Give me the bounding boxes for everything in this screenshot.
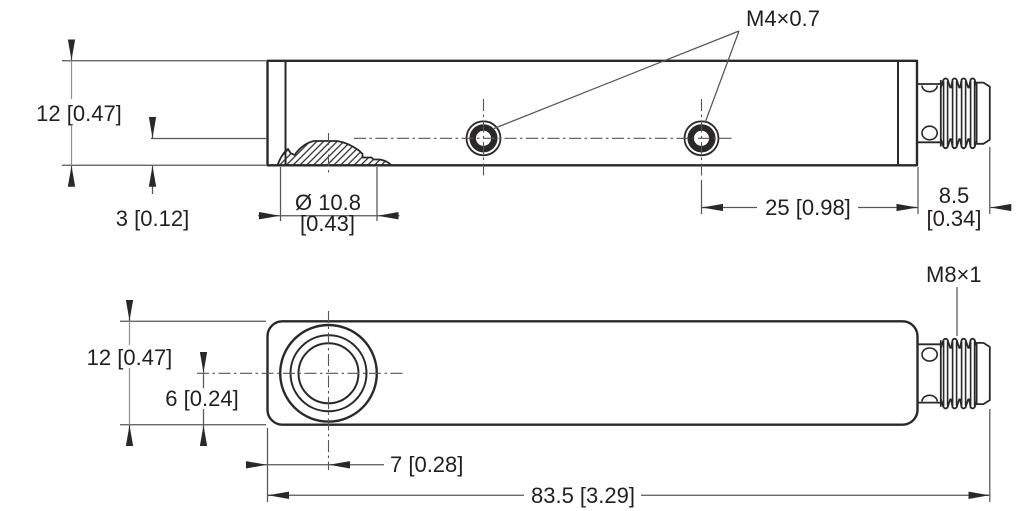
- connector-slot-top: [921, 85, 938, 93]
- dim-label-face-protrusion: 3 [0.12]: [116, 206, 189, 231]
- connector-slot-upper: [921, 347, 938, 362]
- dim-label-face-offset: 7 [0.28]: [390, 452, 463, 477]
- m4-leader-lines: [493, 30, 740, 130]
- dim-center-to-edge: 6 [0.24]: [165, 351, 239, 447]
- connector-face: [916, 337, 991, 410]
- dim-label-hole-to-end: 25 [0.98]: [765, 195, 851, 220]
- dim-connector-length: 8.5 [0.34]: [926, 147, 1012, 231]
- bottom-view: 12 [0.47] 6 [0.24] 7 [0.28] 83.5 [3.: [87, 262, 991, 508]
- dim-label-bottom-height: 12 [0.47]: [87, 345, 173, 370]
- dim-label-connector-length-inch: [0.34]: [926, 206, 981, 231]
- dim-label-center-to-edge: 6 [0.24]: [165, 386, 238, 411]
- sensor-body-side: [266, 59, 919, 167]
- connector-slot-bottom: [921, 125, 938, 141]
- dim-label-face-diameter: Ø 10.8: [295, 190, 361, 215]
- dim-label-face-diameter-inch: [0.43]: [300, 211, 355, 236]
- connector-slot-lower: [921, 394, 938, 402]
- dim-overall-length: 83.5 [3.29]: [267, 409, 991, 508]
- connector-side: [916, 77, 991, 150]
- dim-hole-to-end: 25 [0.98]: [700, 167, 919, 220]
- sensing-face-dome: [270, 133, 393, 176]
- label-mounting-thread: M4×0.7: [493, 6, 820, 130]
- dim-face-diameter: Ø 10.8 [0.43]: [258, 167, 400, 236]
- sensing-face-circles: [197, 311, 404, 470]
- dim-bottom-height: 12 [0.47]: [87, 299, 266, 447]
- top-view: 12 [0.47] 3 [0.12] Ø 10.8 [0.43]: [36, 6, 1012, 236]
- dim-label-connector-thread: M8×1: [926, 262, 982, 287]
- label-connector-thread: M8×1: [926, 262, 982, 336]
- dim-face-protrusion: 3 [0.12]: [116, 117, 267, 231]
- dim-face-offset: 7 [0.28]: [246, 428, 463, 502]
- dim-top-height: 12 [0.47]: [36, 39, 266, 187]
- dim-label-overall-length: 83.5 [3.29]: [531, 483, 635, 508]
- dim-label-top-height: 12 [0.47]: [36, 101, 122, 126]
- dim-label-connector-length: 8.5: [939, 183, 970, 208]
- dim-label-mounting-thread: M4×0.7: [746, 6, 820, 31]
